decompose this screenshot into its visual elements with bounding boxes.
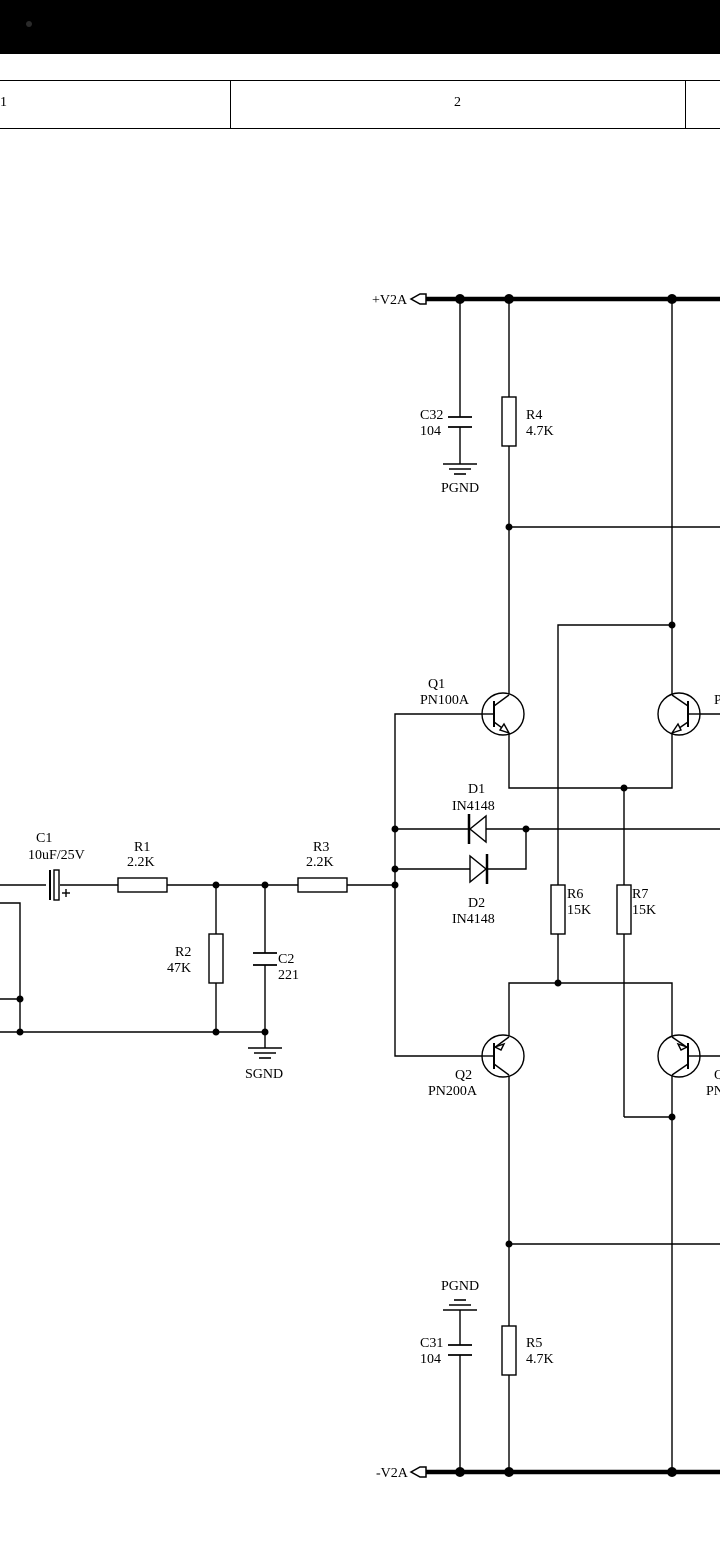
c2-capacitor: [253, 952, 277, 966]
r2-ref-label: R2: [175, 945, 191, 960]
r6-ref-label: R6: [567, 887, 583, 902]
vneg-port: -V2A: [376, 1466, 427, 1481]
sgnd-ground-icon: [247, 1047, 283, 1059]
vneg-net-label: -V2A: [376, 1466, 409, 1481]
camera-dot-icon: [26, 21, 32, 27]
c1-value-label: 10uF/25V: [28, 848, 85, 863]
d2-diode: [469, 854, 489, 884]
q4-partial-ref-label: Q: [714, 1068, 720, 1083]
vpos-net-label: +V2A: [372, 293, 408, 308]
r4-resistor: [501, 396, 517, 447]
c32-capacitor: [448, 416, 472, 428]
component-labels: C1 10uF/25V R1 2.2K R2 47K C2 221 R3 2.2…: [28, 408, 720, 1367]
r5-ref-label: R5: [526, 1336, 542, 1351]
q4-pnp-transistor: [657, 1034, 701, 1078]
q1-ref-label: Q1: [428, 677, 445, 692]
q3-partial-label: P: [714, 693, 720, 708]
status-bar: [0, 0, 720, 54]
r3-value-label: 2.2K: [306, 855, 334, 870]
c31-capacitor: [448, 1344, 472, 1356]
c1-ref-label: C1: [36, 831, 52, 846]
q2-pnp-transistor: [481, 1034, 525, 1078]
wires: [0, 299, 720, 1472]
q2-ref-label: Q2: [455, 1068, 472, 1083]
c1-capacitor: [49, 869, 70, 901]
r2-resistor: [208, 933, 224, 984]
r7-value-label: 15K: [632, 903, 656, 918]
ruler-divider: [685, 81, 686, 128]
pgnd-top-label: PGND: [441, 481, 479, 496]
r6-value-label: 15K: [567, 903, 591, 918]
r3-ref-label: R3: [313, 840, 329, 855]
r4-ref-label: R4: [526, 408, 542, 423]
r3-resistor: [297, 877, 348, 893]
r2-value-label: 47K: [167, 961, 191, 976]
ruler-col-2: 2: [454, 95, 461, 110]
c2-ref-label: C2: [278, 952, 294, 967]
c2-value-label: 221: [278, 968, 299, 983]
sheet-border-ruler: 1 2: [0, 80, 720, 129]
r7-ref-label: R7: [632, 887, 648, 902]
r1-resistor: [117, 877, 168, 893]
ruler-divider: [230, 81, 231, 128]
q2-value-label: PN200A: [428, 1084, 478, 1099]
d1-ref-label: D1: [468, 782, 485, 797]
r1-value-label: 2.2K: [127, 855, 155, 870]
c31-ref-label: C31: [420, 1336, 443, 1351]
supply-rails: [426, 296, 720, 1475]
q1-npn-transistor: [481, 692, 525, 736]
q1-value-label: PN100A: [420, 693, 470, 708]
pgnd-bottom-label: PGND: [441, 1279, 479, 1294]
r1-ref-label: R1: [134, 840, 150, 855]
d1-value-label: IN4148: [452, 799, 495, 814]
pgnd-top-ground-icon: [442, 463, 478, 475]
c31-value-label: 104: [420, 1352, 441, 1367]
r6-resistor: [550, 884, 566, 935]
ruler-col-1: 1: [0, 95, 7, 110]
d1-diode: [467, 814, 487, 844]
c32-value-label: 104: [420, 424, 441, 439]
q4-partial-value-label: PN: [706, 1084, 720, 1099]
q3-npn-transistor: [657, 692, 701, 736]
r5-value-label: 4.7K: [526, 1352, 554, 1367]
sgnd-label: SGND: [245, 1067, 283, 1082]
r5-resistor: [501, 1325, 517, 1376]
vpos-port: +V2A: [372, 293, 427, 308]
pgnd-bottom-ground-icon: [442, 1299, 478, 1311]
d2-value-label: IN4148: [452, 912, 495, 927]
r7-resistor: [616, 884, 632, 935]
r4-value-label: 4.7K: [526, 424, 554, 439]
junction-dots: [16, 294, 677, 1477]
c32-ref-label: C32: [420, 408, 443, 423]
d2-ref-label: D2: [468, 896, 485, 911]
